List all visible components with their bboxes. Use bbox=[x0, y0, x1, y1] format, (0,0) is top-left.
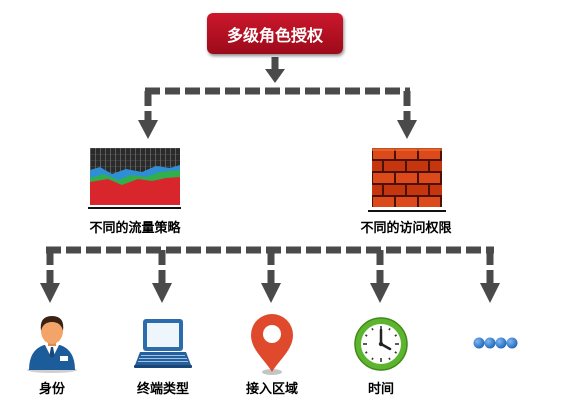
branch-label-traffic-policy: 不同的流量策略 bbox=[89, 221, 181, 236]
arrow-down-icon bbox=[480, 283, 500, 303]
brick-wall-icon bbox=[372, 148, 442, 207]
laptop-icon-base-edge bbox=[134, 365, 192, 368]
user-icon-badge bbox=[60, 356, 68, 361]
more-dot bbox=[484, 337, 496, 349]
arrowheads bbox=[40, 69, 500, 303]
item-label-terminal-type: 终端类型 bbox=[136, 382, 190, 397]
map-pin-icon bbox=[251, 314, 293, 375]
laptop-icon bbox=[134, 319, 192, 368]
brick-wall-body bbox=[372, 148, 442, 207]
clock-icon bbox=[354, 317, 408, 371]
arrow-down-icon bbox=[152, 283, 172, 303]
stacked-area-chart-icon bbox=[90, 148, 180, 205]
branch-label-access-permission: 不同的访问权限 bbox=[360, 221, 452, 236]
arrow-down-icon bbox=[265, 69, 285, 83]
user-icon-head bbox=[41, 318, 63, 344]
arrow-down-icon bbox=[40, 283, 60, 303]
user-icon-tie bbox=[49, 347, 55, 359]
arrow-down-icon bbox=[261, 283, 281, 303]
user-icon-hair bbox=[40, 316, 64, 331]
arrow-down-icon bbox=[370, 283, 390, 303]
arrow-down-icon bbox=[138, 120, 158, 139]
more-dots-icon bbox=[473, 337, 518, 349]
item-label-time: 时间 bbox=[367, 382, 395, 397]
item-label-access-area: 接入区域 bbox=[245, 382, 299, 397]
arrow-down-icon bbox=[397, 120, 417, 139]
more-dot bbox=[506, 337, 518, 349]
map-pin-icon-hole bbox=[263, 325, 281, 343]
diagram-title: 多级角色授权 bbox=[226, 25, 323, 45]
more-dot bbox=[495, 337, 507, 349]
user-icon bbox=[27, 316, 77, 373]
clock-icon-center bbox=[378, 341, 384, 347]
connectors bbox=[46, 57, 494, 284]
clock-icon-ticks bbox=[363, 326, 399, 362]
item-label-identity: 身份 bbox=[38, 382, 66, 397]
brick-wall-top-highlight bbox=[372, 148, 442, 151]
more-dot bbox=[473, 337, 485, 349]
chart-icon-red-area bbox=[90, 177, 180, 205]
laptop-icon-screen bbox=[147, 323, 179, 347]
title-box: 多级角色授权 bbox=[207, 13, 343, 54]
